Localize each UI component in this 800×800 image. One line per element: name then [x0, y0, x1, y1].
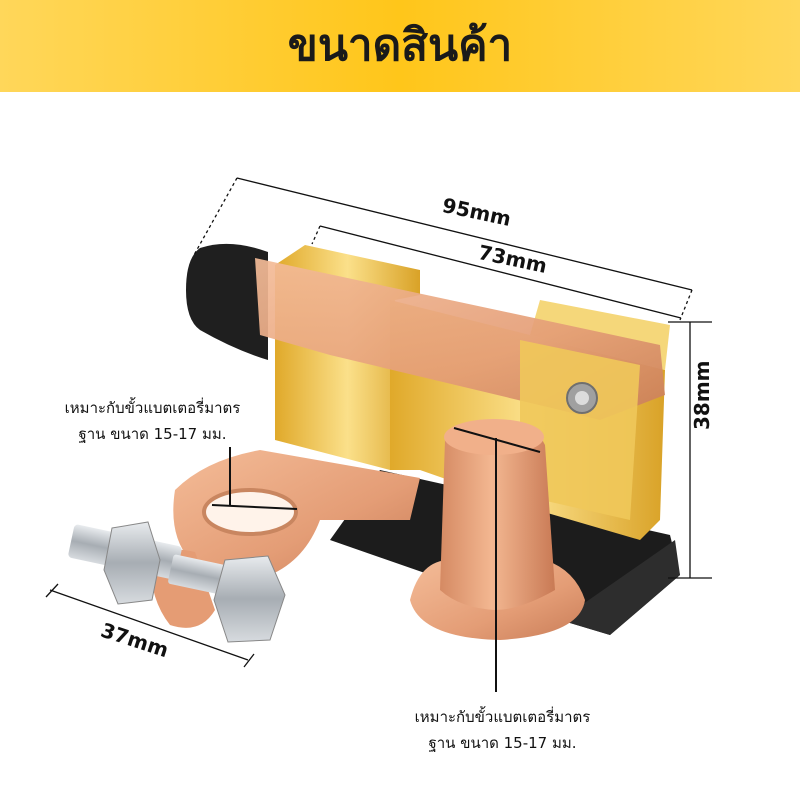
- note-left: เหมาะกับขั้วแบตเตอรี่มาตร ฐาน ขนาด 15-17…: [30, 395, 275, 447]
- page-title: ขนาดสินค้า: [287, 20, 513, 71]
- handle-cap: [186, 243, 268, 360]
- note-left-line2: ฐาน ขนาด 15-17 มม.: [78, 425, 227, 443]
- note-bottom-line1: เหมาะกับขั้วแบตเตอรี่มาตร: [414, 708, 591, 726]
- leader-lines: [211, 427, 541, 692]
- dimension-lines: [45, 177, 712, 668]
- dimension-label-38mm: 38mm: [690, 360, 714, 430]
- header-banner: [0, 0, 800, 92]
- steel-bolt: [68, 521, 286, 643]
- bracket-plate: [520, 340, 640, 520]
- note-bottom-line2: ฐาน ขนาด 15-17 มม.: [428, 734, 577, 752]
- note-left-line1: เหมาะกับขั้วแบตเตอรี่มาตร: [64, 399, 241, 417]
- note-bottom: เหมาะกับขั้วแบตเตอรี่มาตร ฐาน ขนาด 15-17…: [380, 704, 625, 756]
- copper-post: [410, 419, 585, 640]
